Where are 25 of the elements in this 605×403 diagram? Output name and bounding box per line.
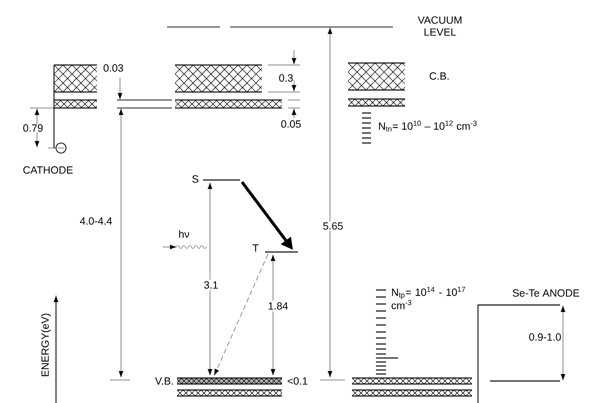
text-label: C.B. bbox=[430, 72, 449, 80]
text-label: 4.0-4.4 bbox=[78, 216, 114, 226]
text-label: 0.05 bbox=[281, 120, 301, 128]
arrow bbox=[208, 182, 212, 376]
text-label: 5.65 bbox=[322, 221, 344, 231]
text-label: 0.79 bbox=[22, 124, 44, 132]
text-label: hν bbox=[179, 230, 190, 238]
text-label: ENERGY(eV) bbox=[41, 314, 51, 376]
node-label: V.B. bbox=[155, 377, 173, 385]
text-label: 0.9-1.0 bbox=[528, 332, 562, 342]
text-label: Se-Te ANODE bbox=[512, 289, 580, 297]
edge-label: 1.84 bbox=[266, 300, 290, 312]
text-label: VACUUM LEVEL bbox=[418, 16, 462, 36]
text-label: <0.1 bbox=[288, 377, 308, 385]
energy-level: T bbox=[252, 244, 298, 252]
energy-level: S bbox=[192, 175, 240, 183]
text-label: N$_{tn}$= 10$^{10}$ – 10$^{12}$ cm$^{-3}$ bbox=[379, 120, 477, 132]
edge-label: 3.1 bbox=[202, 280, 220, 290]
valence-band: V.B. bbox=[155, 377, 282, 396]
arrow bbox=[214, 254, 268, 376]
arrow bbox=[270, 254, 276, 376]
text-label: 0.3 bbox=[278, 74, 294, 82]
text-label: N$_{tp}$= 10$^{14}$ - 10$^{17}$ cm$^{-3}$ bbox=[392, 286, 466, 310]
text-label: CATHODE bbox=[23, 166, 73, 174]
text-label: 0.03 bbox=[104, 64, 124, 72]
